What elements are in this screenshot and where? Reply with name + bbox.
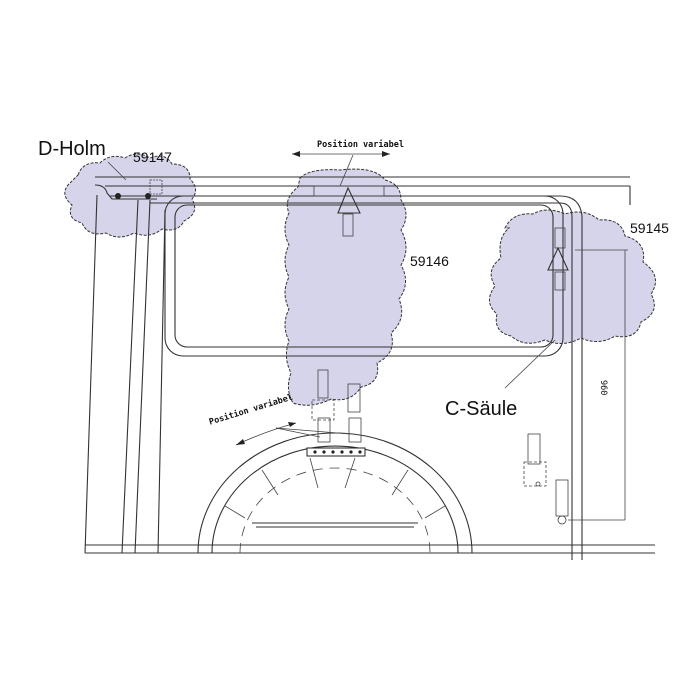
label-c-saeule: C-Säule <box>445 398 518 420</box>
dimension-960 <box>575 249 628 520</box>
d-pillar-lines <box>84 179 166 554</box>
leader-c-saeule <box>504 339 556 389</box>
label-position-variabel-top: Position variabel <box>317 140 404 150</box>
wheel-arch <box>197 432 473 554</box>
label-dimension-960: 960 <box>598 380 608 396</box>
label-part-59145: 59145 <box>630 220 669 236</box>
center-fittings <box>275 154 385 443</box>
label-part-59146: 59146 <box>410 253 449 269</box>
position-arrow-bottom <box>235 422 297 446</box>
label-part-59147: 59147 <box>133 149 172 165</box>
label-d-holm: D-Holm <box>38 138 106 160</box>
position-arrow-top <box>292 151 390 157</box>
c-pillar-fittings <box>523 227 625 525</box>
highlight-cloud-59146 <box>284 168 407 406</box>
leader-d-holm <box>107 161 127 181</box>
